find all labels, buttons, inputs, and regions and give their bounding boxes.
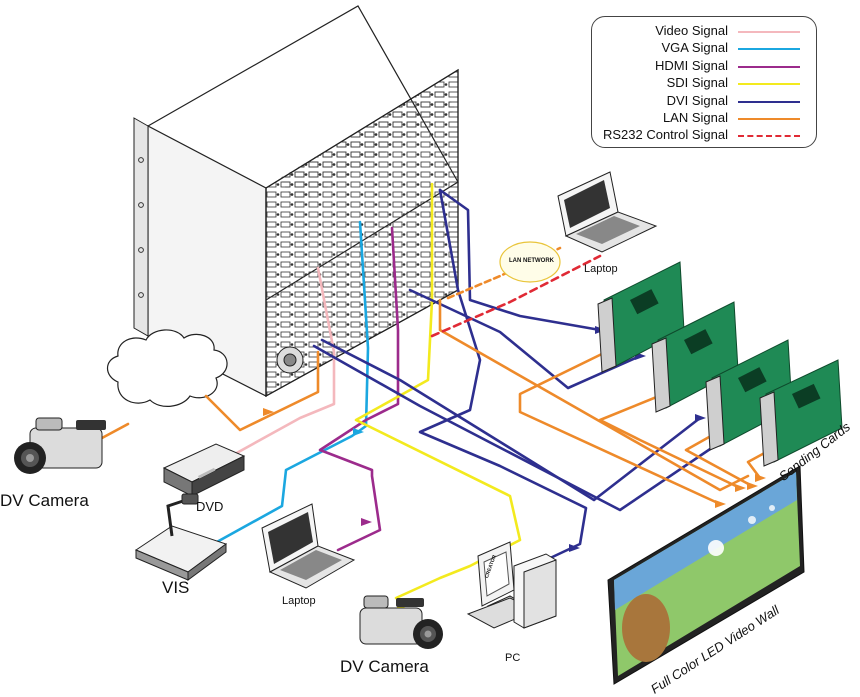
lan-cable-wall-2 (598, 392, 742, 490)
dvi-cable-card-2 (408, 288, 642, 390)
sdi-cable-camera (354, 182, 522, 600)
cable-arrowhead (695, 414, 706, 422)
lan-cable-matrix-wall (438, 298, 750, 492)
lan-cable-wall-3 (684, 430, 754, 488)
legend-item-label: SDI Signal (666, 75, 728, 91)
legend-item: DVI Signal (592, 93, 816, 110)
lan-network-bubble (499, 241, 561, 283)
lan-network-label: LAN NETWORK (509, 258, 554, 264)
legend-item-swatch (738, 135, 800, 138)
sending-card-2 (651, 301, 739, 413)
cloud-icon (106, 329, 228, 407)
lan-cable-wall-4 (746, 448, 772, 480)
legend-item: RS232 Control Signal (592, 127, 816, 144)
vga-cable-vis (204, 220, 370, 550)
dv-camera-left-label: DV Camera (0, 491, 89, 510)
legend-item: Video Signal (592, 23, 816, 40)
led-video-wall (607, 465, 805, 685)
lan-cable-wall-1 (518, 348, 722, 506)
chassis-rack-ear (133, 117, 149, 337)
dv-camera-left-icon (14, 417, 106, 474)
legend-item-label: RS232 Control Signal (602, 127, 728, 143)
legend-item-swatch (738, 48, 800, 51)
dv-camera-bottom-label: DV Camera (340, 657, 429, 676)
sending-card-4 (759, 359, 843, 467)
sending-card-1 (597, 261, 685, 373)
legend-item: VGA Signal (592, 40, 816, 57)
cable-arrowhead (263, 408, 274, 416)
pc-label: PC (505, 652, 521, 664)
legend-item-swatch (738, 100, 800, 103)
cable-arrowhead (569, 544, 580, 552)
signal-cables (100, 182, 772, 610)
legend-item-label: DVI Signal (666, 92, 728, 108)
sending-card-3 (705, 339, 793, 451)
lan-cable-cloud-matrix (204, 350, 320, 432)
cable-arrowhead (735, 484, 746, 492)
legend-item-label: Video Signal (655, 23, 728, 38)
legend-item-swatch (738, 31, 800, 33)
vis-presenter-icon (134, 493, 228, 581)
legend-item: LAN Signal (592, 110, 816, 127)
vis-label: VIS (162, 578, 190, 597)
legend-item-label: VGA Signal (661, 40, 729, 56)
dvi-cable-pc (418, 188, 588, 562)
dvd-label: DVD (196, 499, 224, 514)
cable-arrowhead (361, 518, 372, 526)
dv-camera-bottom-icon (359, 595, 443, 649)
legend-item-label: LAN Signal (662, 110, 728, 125)
legend-item-swatch (738, 118, 800, 120)
cable-arrowhead (353, 428, 364, 436)
legend-item-swatch (738, 65, 800, 68)
cable-arrowhead (715, 500, 726, 508)
legend-item-label: HDMI Signal (655, 57, 728, 73)
cable-arrowhead (755, 474, 766, 482)
dvi-cable-card-3 (320, 338, 702, 502)
legend-item-swatch (738, 83, 800, 86)
legend-item: HDMI Signal (592, 58, 816, 75)
dvi-cable-card-1 (438, 188, 602, 332)
pc-icon (466, 541, 557, 629)
cable-arrowhead (747, 482, 758, 490)
chassis-top-ports (280, 82, 456, 206)
laptop-bottom-label: Laptop (282, 595, 316, 607)
hdmi-cable-laptop (318, 226, 400, 552)
rs232-cable-control (430, 254, 602, 338)
lan-cable-camera-cloud (100, 422, 130, 440)
laptop-top-icon (557, 171, 658, 253)
dvd-player-icon (162, 443, 246, 497)
laptop-top-label: Laptop (584, 263, 618, 275)
laptop-bottom-icon (261, 503, 356, 589)
sending-cards (597, 261, 843, 467)
video-cable-dvd (222, 266, 336, 462)
legend-item: SDI Signal (592, 75, 816, 92)
